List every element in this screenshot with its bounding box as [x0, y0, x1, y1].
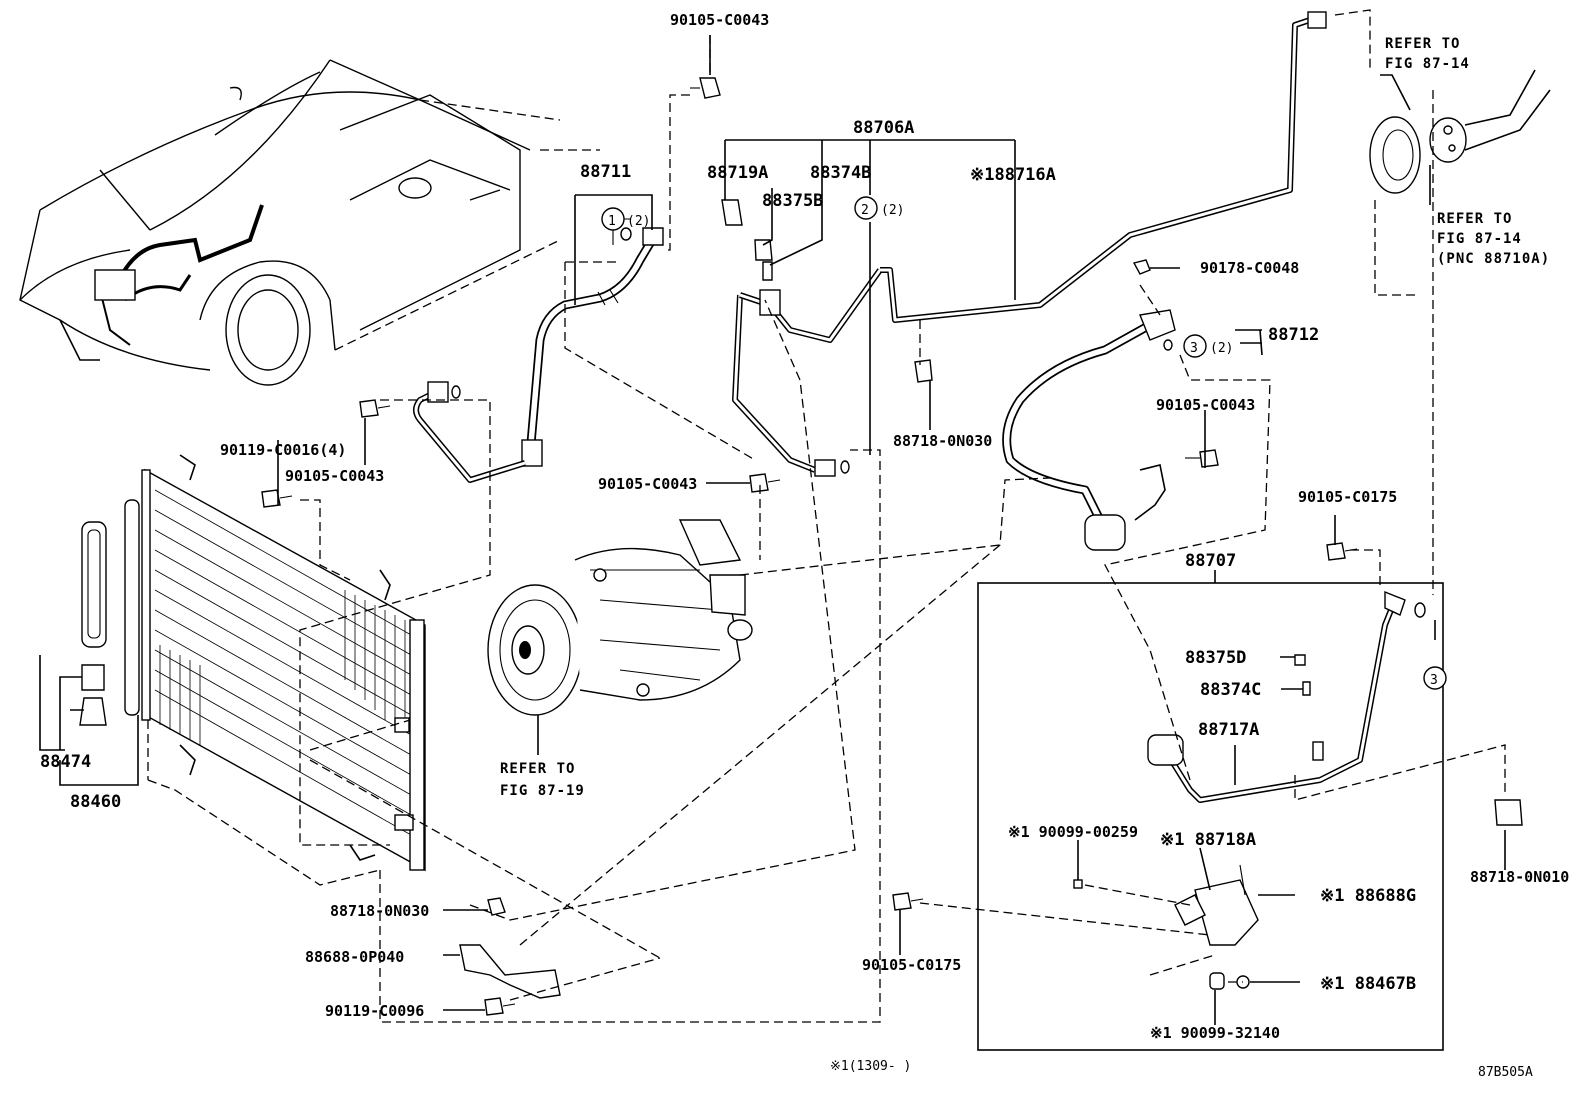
- label-88711: 88711: [580, 162, 631, 182]
- bracket-88688-0p040: [459, 944, 561, 999]
- refer-to-top-line2: FIG 87-14: [1385, 56, 1470, 72]
- label-90178-c0048: 90178-C0048: [1200, 259, 1299, 277]
- circle-ref-3-label: 3: [1190, 341, 1198, 356]
- refer-to-compressor-line2: FIG 87-19: [500, 783, 585, 799]
- group-box-88707: [977, 582, 1444, 1051]
- label-90099-32140: ※1 90099-32140: [1150, 1024, 1280, 1042]
- bracket-88688g: [1073, 864, 1259, 990]
- circle-ref-3: [1183, 334, 1207, 358]
- label-90105-c0043-center: 90105-C0043: [598, 475, 697, 493]
- label-88467b: ※1 88467B: [1320, 974, 1416, 994]
- label-88474: 88474: [40, 752, 91, 772]
- compressor: [487, 519, 753, 716]
- hose-88711: [521, 227, 664, 467]
- label-88460: 88460: [70, 792, 121, 812]
- label-90105-c0043-left: 90105-C0043: [285, 467, 384, 485]
- refer-to-right-line1: REFER TO: [1437, 211, 1512, 227]
- label-88716a: ※188716A: [970, 165, 1056, 185]
- refer-to-right-line2: FIG 87-14: [1437, 231, 1522, 247]
- receiver-parts-88474: [39, 521, 139, 786]
- label-88375d: 88375D: [1185, 648, 1246, 668]
- circle-ref-3b-label: 3: [1430, 673, 1438, 688]
- label-88688-0p040: 88688-0P040: [305, 948, 404, 966]
- condenser-grid: [149, 489, 421, 841]
- label-88375b: 88375B: [762, 191, 823, 211]
- label-88374c: 88374C: [1200, 680, 1261, 700]
- part-labels: 90105-C0043 88706A 88711 88719A 88374B 8…: [40, 11, 1569, 1042]
- label-90119-c0096: 90119-C0096: [325, 1002, 424, 1020]
- label-88719a: 88719A: [707, 163, 768, 183]
- label-90105-c0043-top: 90105-C0043: [670, 11, 769, 29]
- label-90105-c0043-right: 90105-C0043: [1156, 396, 1255, 414]
- condenser-88460: [124, 454, 426, 872]
- circle-ref-2: [854, 196, 878, 220]
- diagram-id: 87B505A: [1478, 1065, 1533, 1080]
- fasteners: [261, 77, 1523, 1016]
- hose-88712: [1002, 309, 1176, 551]
- label-90099-00259: ※1 90099-00259: [1008, 823, 1138, 841]
- label-88718a: ※1 88718A: [1160, 830, 1256, 850]
- label-88718-0n030-mid: 88718-0N030: [893, 432, 992, 450]
- label-88707: 88707: [1185, 551, 1236, 571]
- refer-to-right-line3: (PNC 88710A): [1437, 251, 1550, 267]
- label-88706a: 88706A: [853, 118, 914, 138]
- label-88718-0n010: 88718-0N010: [1470, 868, 1569, 886]
- refer-to-compressor-line1: REFER TO: [500, 761, 575, 777]
- label-88712: 88712: [1268, 325, 1319, 345]
- refer-to-top-line1: REFER TO: [1385, 36, 1460, 52]
- refer-notes: REFER TO FIG 87-14 REFER TO FIG 87-14 (P…: [500, 36, 1550, 799]
- group-lines: [277, 35, 1506, 1051]
- circle-refs: 1 (2) 2 (2) 3 (2) 3: [601, 196, 1447, 690]
- label-88717a: 88717A: [1198, 720, 1259, 740]
- pipe-88706a: [721, 11, 1327, 477]
- refer-parts-87-14: [1369, 69, 1551, 194]
- qty-ref-3: (2): [1210, 341, 1233, 356]
- qty-ref-1: (2): [627, 214, 650, 229]
- label-88718-0n030-bottom: 88718-0N030: [330, 902, 429, 920]
- footnote: ※1(1309- ): [830, 1059, 911, 1074]
- label-90119-c0016: 90119-C0016(4): [220, 441, 346, 459]
- circle-ref-1-label: 1: [608, 214, 616, 229]
- circle-ref-3b: [1423, 666, 1447, 690]
- pipe-88717a: [1147, 590, 1426, 803]
- car-illustration: [19, 59, 600, 386]
- label-88688g: ※1 88688G: [1320, 886, 1416, 906]
- pipe-condenser-outlet: [413, 381, 526, 483]
- circle-ref-2-label: 2: [861, 203, 869, 218]
- label-88374b: 88374B: [810, 163, 871, 183]
- label-90105-c0175-right: 90105-C0175: [1298, 488, 1397, 506]
- leader-lines: [147, 9, 1506, 1023]
- label-90105-c0175-bottom: 90105-C0175: [862, 956, 961, 974]
- qty-ref-2: (2): [881, 203, 904, 218]
